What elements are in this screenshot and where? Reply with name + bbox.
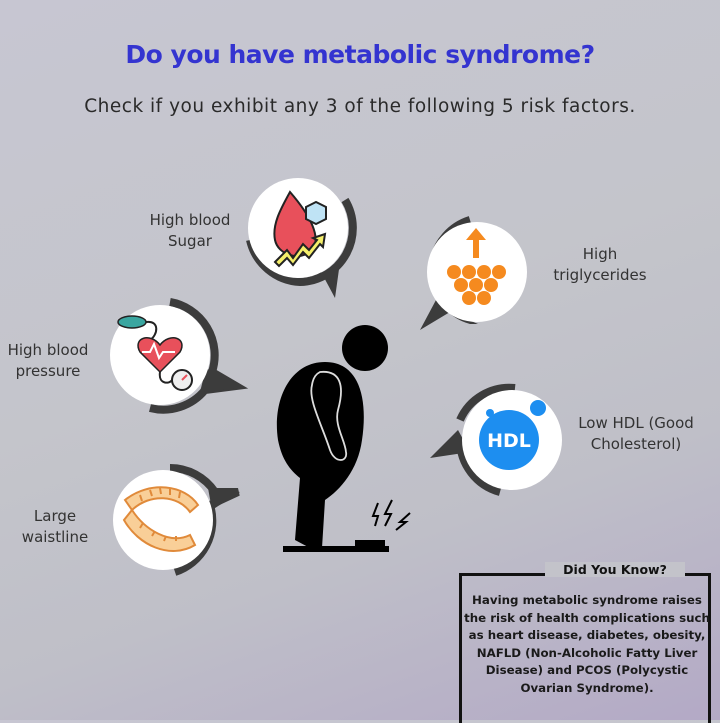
label-line: Sugar (168, 232, 212, 250)
blood-pressure-icon (117, 315, 193, 391)
bubble-triglycerides (420, 216, 527, 330)
did-you-know-text: Having metabolic syndrome raises the ris… (464, 593, 710, 695)
label-low-hdl: Low HDL (Good Cholesterol) (572, 413, 700, 455)
label-line: Large (33, 507, 77, 525)
subtitle: Check if you exhibit any 3 of the follow… (84, 96, 636, 117)
label-large-waistline: Large waistline (10, 506, 100, 548)
label-line: waistline (21, 528, 89, 546)
bubble-blood-pressure (110, 298, 249, 414)
bubble-waistline (113, 463, 240, 576)
hdl-icon: HDL (479, 400, 546, 470)
overweight-person-figure (276, 325, 411, 552)
hdl-badge-text: HDL (487, 430, 531, 452)
label-high-blood-sugar: High blood Sugar (130, 210, 250, 252)
blood-sugar-icon (273, 190, 327, 268)
label-line: Low HDL (Good (578, 414, 694, 432)
label-line: Cholesterol) (590, 435, 682, 453)
page-title: Do you have metabolic syndrome? (125, 40, 595, 69)
label-line: High blood (149, 211, 231, 229)
label-line: triglycerides (553, 266, 647, 284)
did-you-know-title: Did You Know? (545, 562, 685, 577)
label-line: pressure (15, 362, 81, 380)
triglycerides-icon (447, 228, 506, 305)
label-line: High blood (7, 341, 89, 359)
label-line: High (582, 245, 618, 263)
measuring-tape-icon (122, 486, 200, 552)
bubble-hdl: HDL (430, 383, 562, 496)
bubble-blood-sugar (246, 178, 357, 298)
label-high-triglycerides: High triglycerides (540, 244, 660, 286)
label-high-blood-pressure: High blood pressure (0, 340, 96, 382)
